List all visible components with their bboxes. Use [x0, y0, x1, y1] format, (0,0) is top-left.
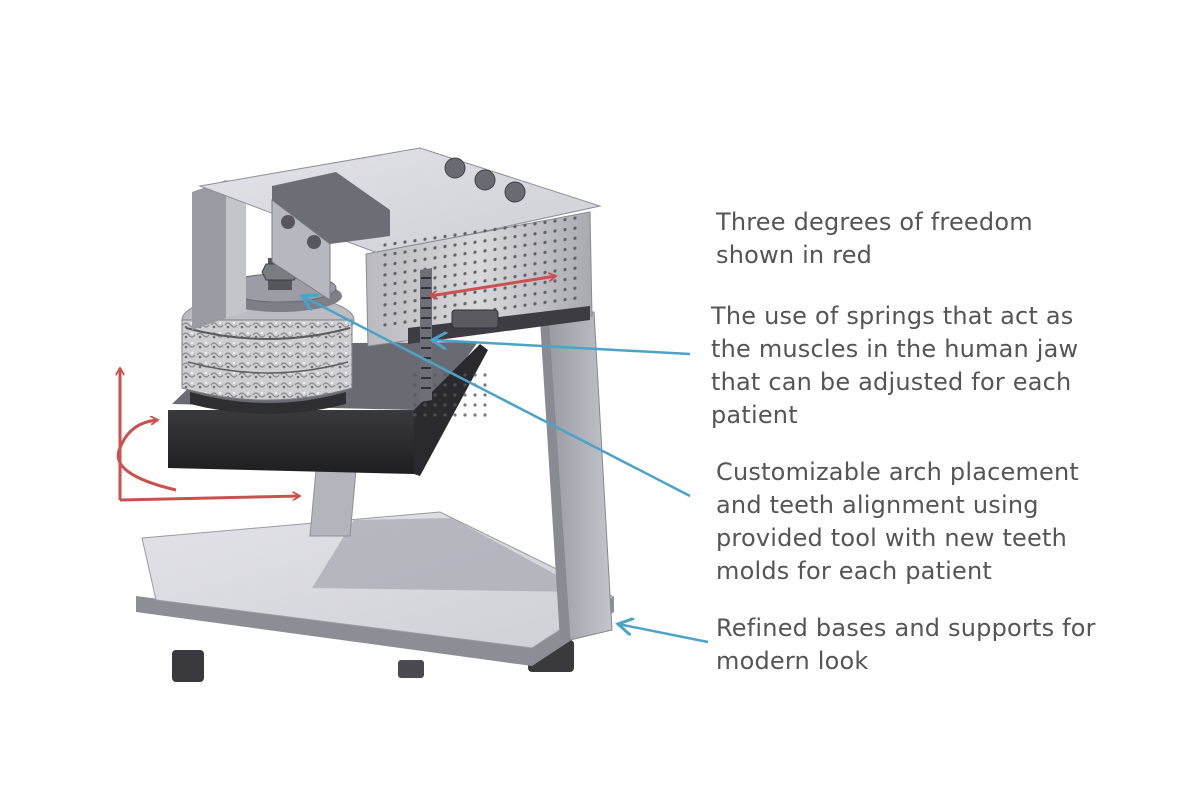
callout-line: that can be adjusted for each	[711, 368, 1072, 396]
callout-line: shown in red	[716, 241, 873, 269]
rotation-dof-arrow	[116, 420, 177, 492]
callout-line: Three degrees of freedom	[716, 208, 1033, 236]
articulator-device	[136, 147, 614, 682]
upper-frame	[192, 147, 602, 402]
callout-line: Customizable arch placement	[716, 458, 1080, 486]
slide-dof-arrow	[430, 276, 556, 296]
arch-leader-arrow	[302, 296, 691, 498]
callout-line: patient	[711, 401, 798, 429]
callout-degrees-of-freedom: Three degrees of freedom shown in red	[716, 206, 1033, 272]
dof-arrows	[116, 276, 556, 502]
callout-springs: The use of springs that act as the muscl…	[711, 300, 1078, 432]
dental-model	[181, 293, 355, 414]
springs-leader-arrow	[432, 340, 691, 356]
callout-line: Refined bases and supports for	[716, 614, 1096, 642]
callout-arch-placement: Customizable arch placement and teeth al…	[716, 456, 1079, 588]
callout-line: provided tool with new teeth	[716, 524, 1068, 552]
callout-bases: Refined bases and supports for modern lo…	[716, 612, 1096, 678]
callout-line: The use of springs that act as	[711, 302, 1074, 330]
callout-line: molds for each patient	[716, 557, 993, 585]
base-plate	[136, 511, 614, 666]
leader-arrows	[302, 296, 709, 644]
bases-leader-arrow	[618, 624, 709, 644]
horizontal-dof-arrow	[119, 496, 300, 502]
callout-line: modern look	[716, 647, 869, 675]
callout-line: and teeth alignment using	[716, 491, 1039, 519]
front-stem	[309, 469, 357, 537]
callout-line: the muscles in the human jaw	[711, 335, 1079, 363]
